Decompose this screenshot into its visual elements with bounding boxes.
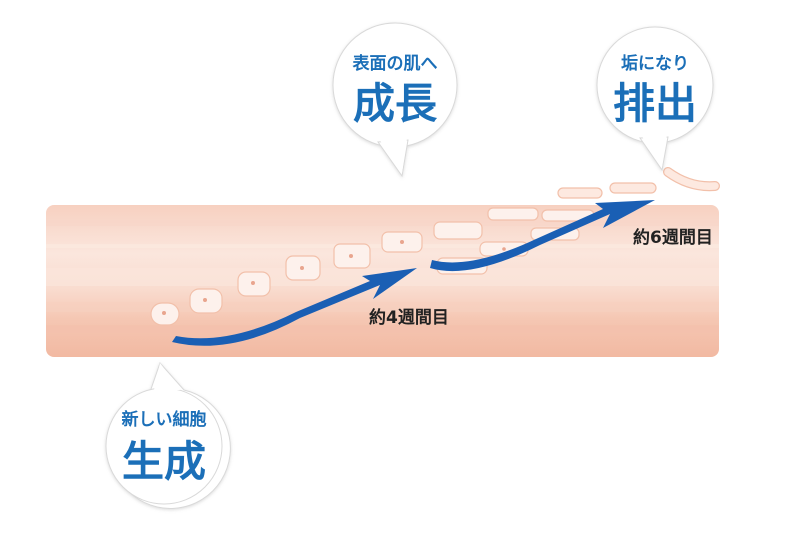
skin-cells xyxy=(150,167,720,326)
arrow-to-week6 xyxy=(430,200,655,272)
bubble-new-cells xyxy=(105,362,231,509)
cell xyxy=(333,243,371,269)
bubble-shed-small: 垢になり xyxy=(621,53,689,74)
cell xyxy=(285,255,321,281)
cell xyxy=(189,288,223,314)
cell-flat xyxy=(433,221,483,240)
bubble-new-cells-small: 新しい細胞 xyxy=(122,409,207,430)
bubble-new-cells-big: 生成 xyxy=(122,437,206,486)
cell-flat xyxy=(487,207,539,221)
cell xyxy=(381,231,423,253)
cell-flat xyxy=(609,182,657,194)
turnover-arrows xyxy=(172,200,655,346)
week6-label: 約6週間目 xyxy=(633,227,713,248)
cell-round xyxy=(150,302,180,326)
week4-label: 約4週間目 xyxy=(369,307,449,328)
arrow-to-week4 xyxy=(172,268,417,346)
bubble-shed-big: 排出 xyxy=(613,79,697,128)
bubble-growth xyxy=(332,22,458,178)
cell-flat xyxy=(557,187,603,199)
bubble-growth-big: 成長 xyxy=(353,79,438,128)
bubble-growth-small: 表面の肌へ xyxy=(353,53,438,74)
cell-shedding xyxy=(663,167,720,192)
cell xyxy=(237,271,271,297)
bubble-shed xyxy=(596,26,714,172)
